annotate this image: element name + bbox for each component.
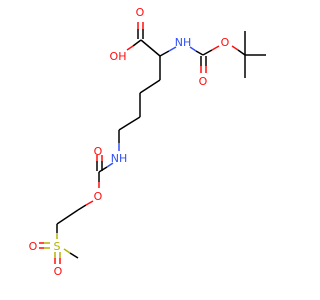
atom-label-carboxyl-oh: OH xyxy=(110,50,127,63)
bond xyxy=(106,162,114,168)
side-chain xyxy=(118,56,161,151)
atom-label-carboxyl-o: O xyxy=(136,6,145,19)
atom-label-sulfur: S xyxy=(54,240,61,253)
atom-label-sulfonyl-o-left: O xyxy=(29,240,38,253)
bond xyxy=(211,45,220,51)
bond xyxy=(195,50,204,56)
bond xyxy=(118,116,141,131)
atom-label-alpha-nh: NH xyxy=(175,36,192,49)
bond xyxy=(202,49,213,56)
bond xyxy=(98,166,108,173)
bond xyxy=(159,50,170,57)
atom-label-eps-nh: NH xyxy=(111,152,128,165)
bond xyxy=(56,209,79,225)
bond xyxy=(63,248,71,254)
bond xyxy=(69,252,79,259)
atom-label-sulfonyl-o-bottom: O xyxy=(54,265,63,278)
atom-label-carbamate-o: O xyxy=(94,145,103,158)
molecule-structure-diagram: O OH NH O O NH O O S O O xyxy=(29,6,266,278)
bond xyxy=(237,49,246,56)
bond xyxy=(139,79,161,94)
carboxyl-group xyxy=(126,22,161,57)
atom-label-carbamate-ester-o: O xyxy=(94,190,103,203)
atom-label-boc-ester-o: O xyxy=(221,36,230,49)
bond xyxy=(140,39,161,57)
sulfonyl-group xyxy=(39,242,79,264)
bond xyxy=(85,200,94,206)
bond xyxy=(132,39,142,47)
bond xyxy=(126,45,134,51)
bond xyxy=(168,46,177,52)
boc-group xyxy=(159,31,266,78)
bond xyxy=(189,46,197,52)
bond xyxy=(231,45,239,51)
atom-labels: O OH NH O O NH O O S O O xyxy=(29,6,230,278)
bond xyxy=(77,204,87,211)
atom-label-boc-carbonyl-o: O xyxy=(199,75,208,88)
carbamate-group xyxy=(56,155,114,239)
